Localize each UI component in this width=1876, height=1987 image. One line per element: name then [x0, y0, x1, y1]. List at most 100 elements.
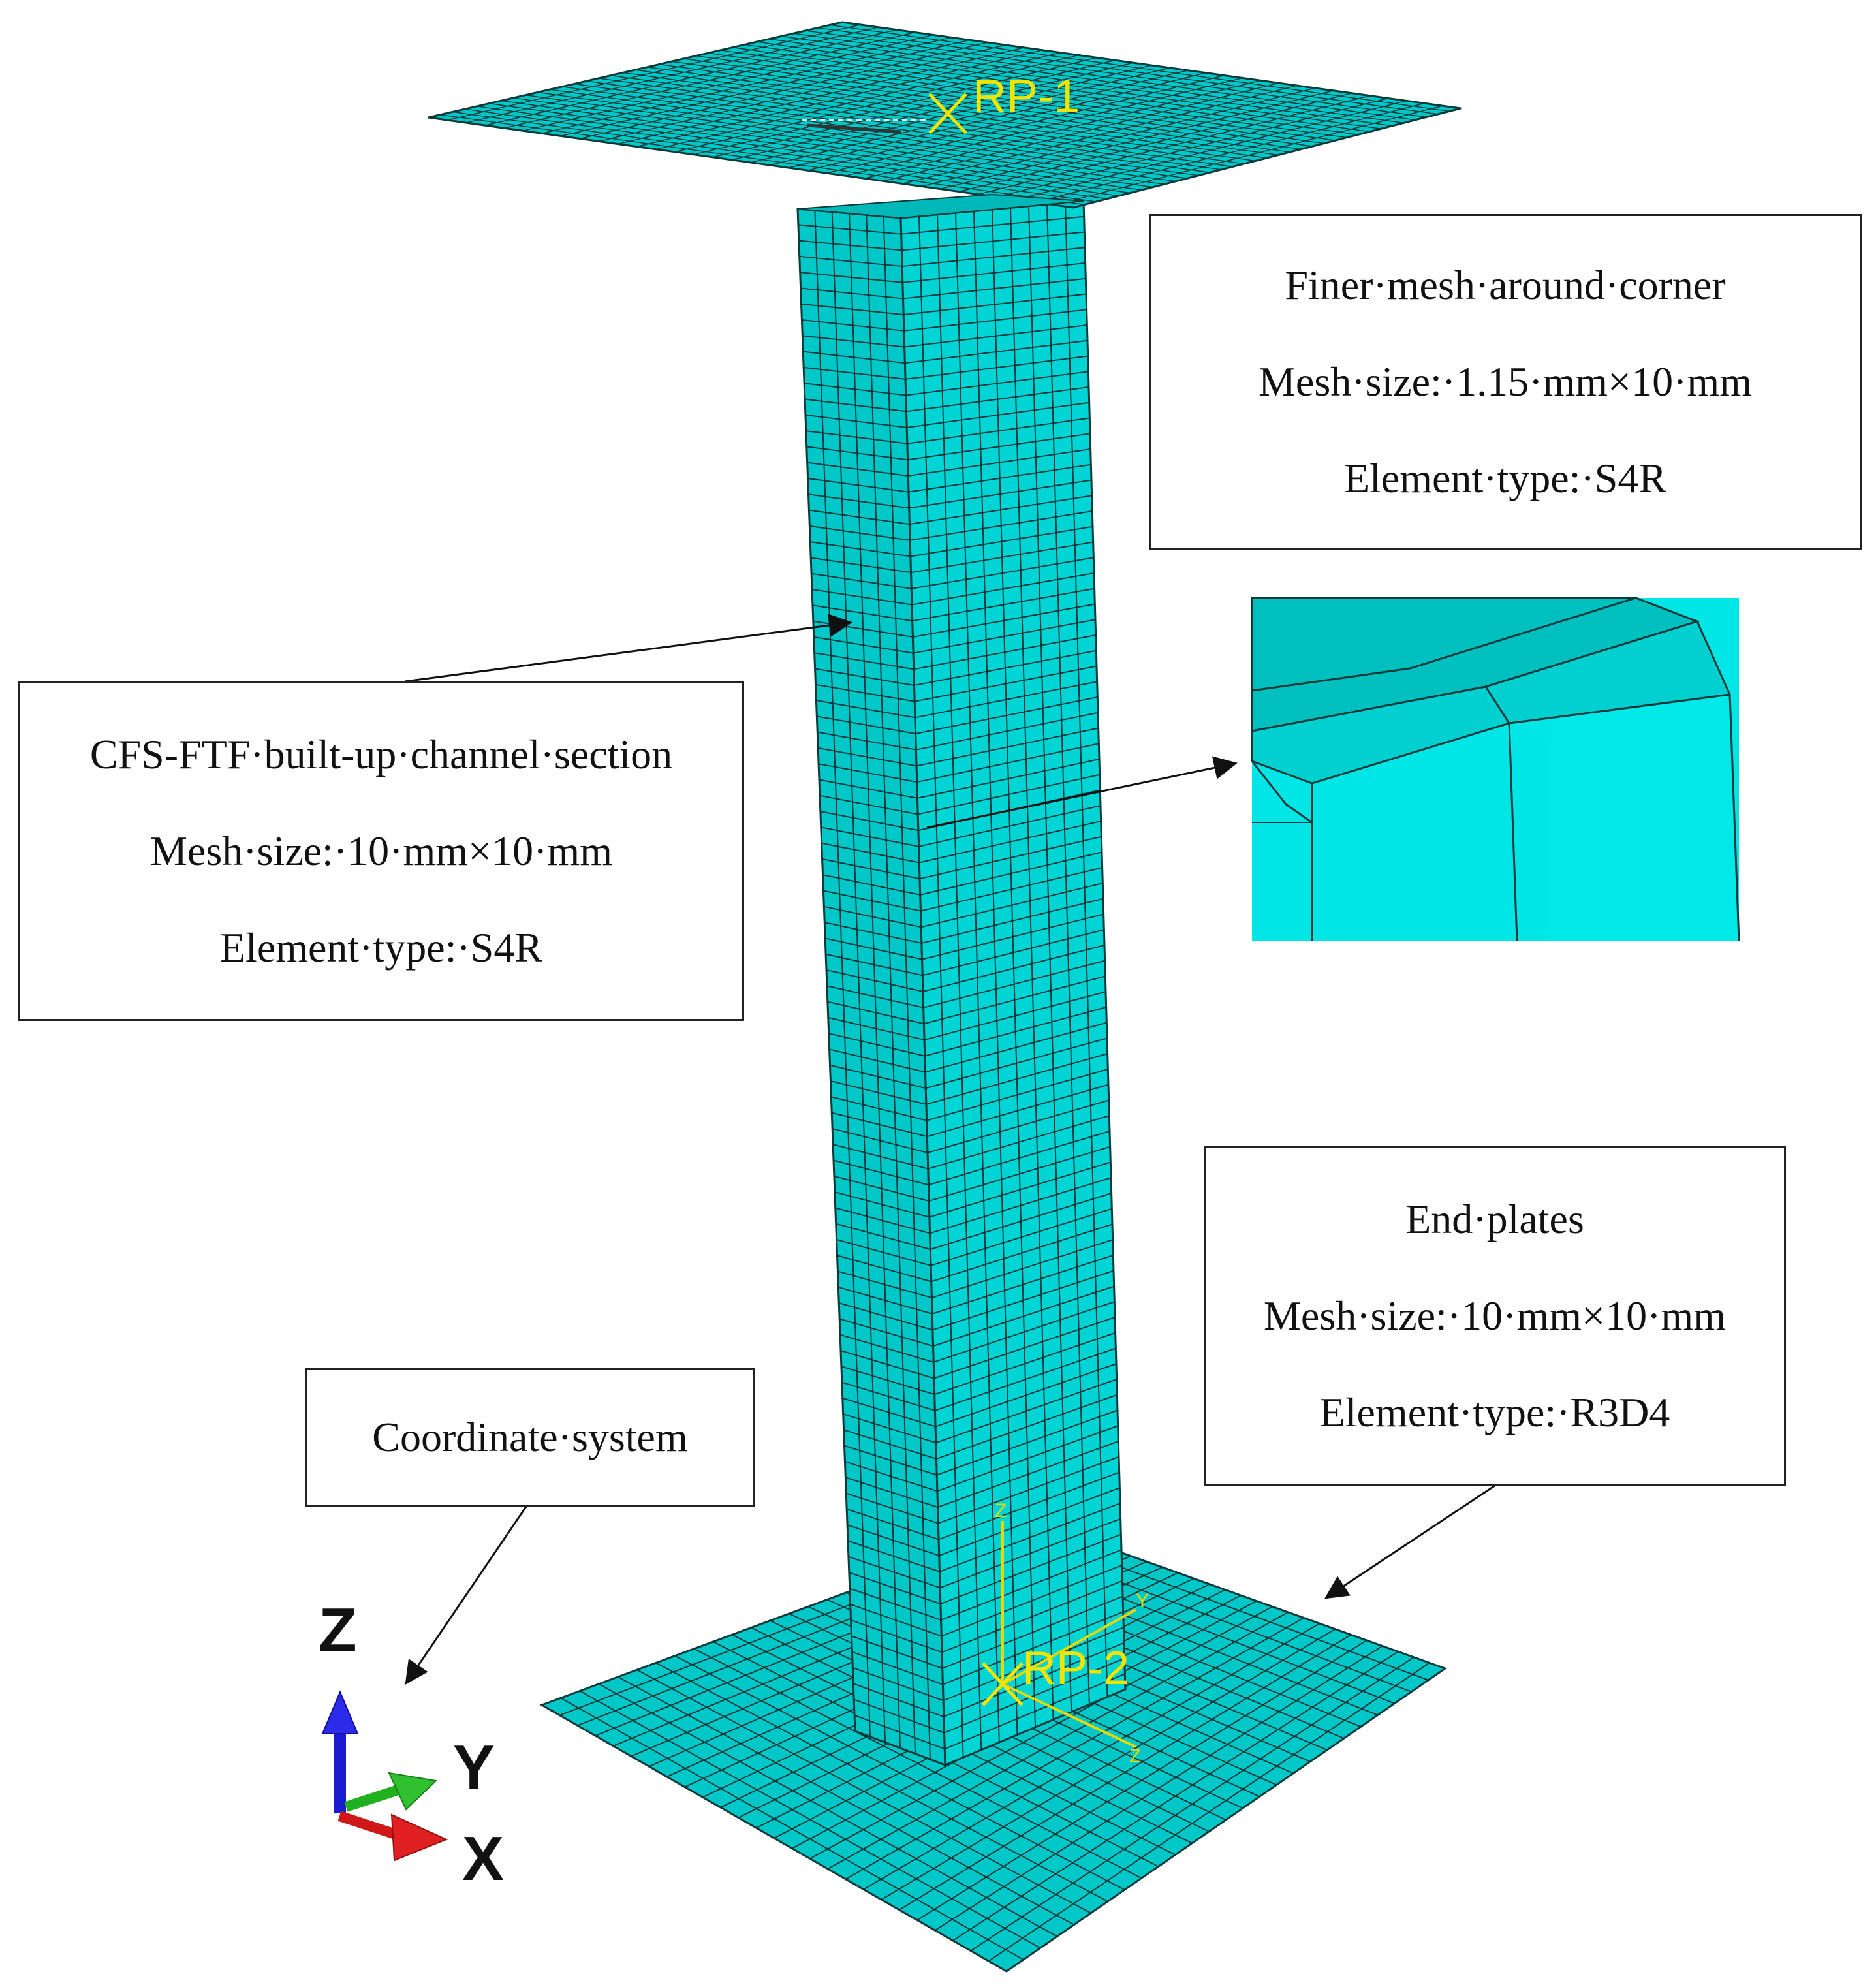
- top-plate-mesh-line-v: [464, 108, 1108, 200]
- bottom-plate-mesh-line-v: [693, 1648, 1142, 1879]
- column-left-mesh-line-v: [805, 430, 908, 445]
- callout-coordinate-system: Coordinate·system: [305, 1368, 755, 1507]
- column-left-mesh-line-v: [798, 240, 902, 251]
- column-left-mesh-line-v: [832, 1112, 928, 1138]
- column-right-mesh-line-v: [939, 1503, 1121, 1572]
- callout-title: Finer·mesh·around·corner: [1285, 262, 1726, 308]
- column-right-mesh-line-v: [922, 913, 1104, 960]
- top-plate-mesh-line-v: [525, 94, 1165, 185]
- reference-point-rp1: RP-1: [802, 70, 1080, 134]
- bottom-plate-mesh-line-v: [579, 1690, 1041, 1949]
- column-left-mesh-line-v: [824, 922, 922, 944]
- column-right-mesh-line-v: [933, 1285, 1114, 1347]
- top-end-plate: [428, 21, 1462, 219]
- column-left-mesh-line-v: [807, 462, 909, 477]
- column-left-mesh-line-v: [849, 1572, 941, 1605]
- column-left-mesh-line-v: [851, 1619, 943, 1653]
- top-plate-mesh-line-v: [634, 69, 1268, 159]
- column-right-mesh-line-v: [901, 215, 1084, 235]
- column-left-mesh-line-v: [847, 1540, 940, 1572]
- leader-lines: [404, 389, 1495, 1685]
- column-left-mesh-line-v: [813, 636, 914, 654]
- column-left-mesh-line-v: [826, 985, 924, 1009]
- column-left-mesh-line-v: [832, 1127, 928, 1153]
- column-right-mesh-line-v: [942, 1595, 1123, 1669]
- column-left-mesh-line-v: [821, 842, 920, 864]
- column-left-mesh-line-v: [812, 604, 913, 622]
- column-left-mesh-line-v: [845, 1477, 938, 1508]
- column-left-mesh-line-v: [825, 953, 923, 977]
- column-right-mesh-line-v: [920, 867, 1102, 912]
- column-right-mesh-line-v: [911, 541, 1093, 574]
- column-right-mesh-line-v: [911, 557, 1094, 589]
- top-plate-mesh-line-v: [647, 66, 1279, 156]
- column-left-mesh-line-v: [839, 1334, 934, 1363]
- top-plate-mesh-line-v: [537, 91, 1176, 182]
- callout-channel-section: CFS-FTF·built-up·channel·section Mesh·si…: [18, 681, 744, 1021]
- top-plate-mesh-line-v: [440, 114, 1085, 206]
- column-left-mesh-line-v: [838, 1302, 933, 1331]
- top-plate-mesh-line-v: [769, 39, 1393, 127]
- callout-element-type: Element·type:·S4R: [219, 924, 543, 971]
- column-right-mesh-line-v: [904, 324, 1087, 348]
- callout-title: End·plates: [1405, 1196, 1584, 1242]
- top-plate-mesh-line-v: [501, 100, 1142, 191]
- column-right-mesh-line-v: [940, 1533, 1121, 1605]
- column-right-mesh-line-v: [944, 1673, 1125, 1750]
- column-left-mesh-line-v: [843, 1413, 937, 1444]
- column-right-mesh-line-v: [930, 1177, 1112, 1234]
- top-plate-mesh-line-v: [671, 61, 1302, 150]
- column-left-mesh-line-v: [810, 541, 911, 557]
- column-left-mesh-line-v: [815, 668, 915, 686]
- column-right-mesh-line-v: [926, 1069, 1108, 1121]
- column-right-mesh-line-v: [919, 836, 1102, 880]
- callout-mesh-size: Mesh·size:·10·mm×10·mm: [1264, 1292, 1726, 1339]
- column-right-mesh-line-v: [913, 634, 1096, 670]
- column-left-mesh-line-v: [854, 1714, 945, 1750]
- column-left-mesh-line-v: [800, 272, 903, 283]
- column-left-mesh-line-v: [824, 937, 922, 960]
- column-left-mesh-line-v: [822, 858, 920, 880]
- column-left-mesh-line-v: [851, 1635, 943, 1669]
- callout-end-plates: End·plates Mesh·size:·10·mm×10·mm Elemen…: [1204, 1146, 1786, 1486]
- bottom-plate-mesh-line-v: [636, 1669, 1091, 1914]
- column-left-mesh-line-v: [814, 652, 914, 670]
- column-right-mesh-line-v: [930, 1193, 1112, 1250]
- corner-detail-inset: [1251, 597, 1740, 942]
- column-right-mesh-line-v: [922, 945, 1105, 992]
- column-right-mesh-line-v: [936, 1394, 1118, 1460]
- column-left-mesh-line-v: [804, 366, 906, 380]
- top-plate-mesh-line-v: [817, 27, 1439, 115]
- column-left-mesh-line-v: [828, 1016, 925, 1041]
- column-right-mesh-line-v: [925, 1037, 1108, 1089]
- column-left-mesh-line-v: [817, 715, 916, 734]
- column-left-mesh-line-v: [817, 731, 916, 751]
- column-left-mesh-line-v: [852, 1666, 944, 1702]
- top-plate-mesh-line-v: [586, 80, 1222, 170]
- column-right-mesh-line-v: [917, 759, 1100, 799]
- column-left-mesh-line-v: [819, 794, 918, 815]
- column-left-mesh-line-v: [839, 1318, 933, 1347]
- column-right-mesh-line-v: [910, 510, 1093, 541]
- column-right-mesh-line-v: [915, 681, 1097, 719]
- column-left-mesh-line-v: [844, 1445, 937, 1476]
- column-left-mesh-line-v: [809, 525, 911, 541]
- column-left-mesh-line-v: [845, 1461, 938, 1492]
- column-right-mesh-line-v: [902, 247, 1086, 268]
- column-right-mesh-line-v: [903, 293, 1087, 316]
- triad-y-label: Y: [453, 1732, 495, 1802]
- column-right-mesh-line-v: [906, 386, 1089, 413]
- column-left-mesh-line-v: [818, 763, 917, 783]
- column-right-mesh-line-v: [924, 975, 1106, 1025]
- column-right-mesh-line-v: [941, 1549, 1122, 1621]
- rp2-label: RP-2: [1022, 1642, 1129, 1695]
- column-right-mesh-line-v: [912, 587, 1095, 622]
- column-right-mesh-line-v: [943, 1642, 1125, 1717]
- column-left-mesh-line-v: [847, 1524, 940, 1557]
- column-right-mesh-line-v: [902, 262, 1086, 283]
- column-left-mesh-line-v: [801, 303, 904, 316]
- column-right-mesh-line-v: [920, 851, 1102, 896]
- top-plate-mesh-line-v: [720, 50, 1347, 138]
- column-right-mesh-line-v: [931, 1223, 1113, 1283]
- column-left-mesh-line-v: [849, 1588, 941, 1621]
